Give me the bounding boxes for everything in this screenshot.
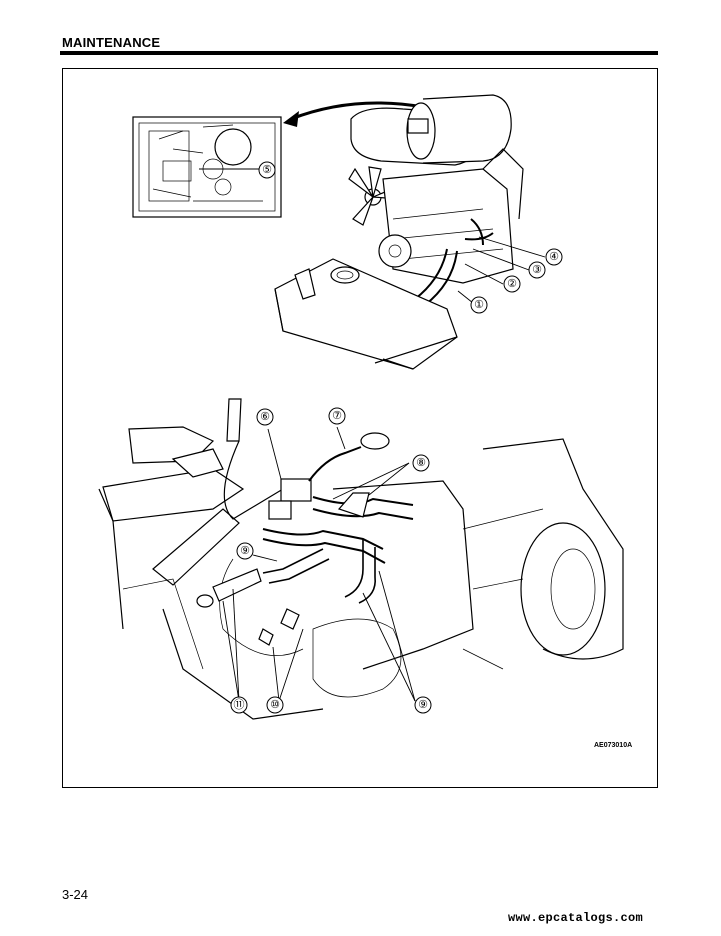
svg-text:⑨: ⑨ [240, 545, 250, 557]
svg-text:④: ④ [549, 251, 559, 263]
callout-2: ② [503, 275, 521, 293]
svg-text:⑦: ⑦ [332, 410, 342, 422]
site-watermark: www.epcatalogs.com [508, 911, 644, 925]
svg-text:②: ② [507, 278, 517, 290]
title-rule [60, 51, 658, 55]
callout-7: ⑦ [328, 407, 346, 425]
callout-9a: ⑨ [236, 542, 254, 560]
detail-arrow [290, 101, 424, 121]
svg-text:⑪: ⑪ [234, 698, 245, 711]
callout-4: ④ [545, 248, 563, 266]
figure-frame: ① ② ③ ④ ⑤ ⑥ ⑦ ⑧ ⑨ ⑨ ⑩ ⑪ [62, 68, 658, 788]
figure-code: AE073010A [594, 742, 633, 749]
engine-assembly [348, 94, 524, 326]
svg-text:⑧: ⑧ [416, 457, 426, 469]
section-title: MAINTENANCE [62, 35, 161, 50]
hydraulic-tank [274, 258, 458, 370]
callout-8: ⑧ [412, 454, 430, 472]
callout-5: ⑤ [258, 161, 276, 179]
arrow-head [283, 111, 299, 127]
svg-text:⑥: ⑥ [260, 411, 270, 423]
machine-frame [98, 398, 624, 720]
svg-text:③: ③ [532, 264, 542, 276]
svg-text:⑤: ⑤ [262, 164, 272, 176]
callout-11: ⑪ [230, 696, 248, 714]
callout-1: ① [470, 296, 488, 314]
maintenance-diagram-illustration: ① ② ③ ④ ⑤ ⑥ ⑦ ⑧ ⑨ ⑨ ⑩ ⑪ [98, 94, 624, 720]
svg-text:⑨: ⑨ [418, 699, 428, 711]
callout-3: ③ [528, 261, 546, 279]
callout-10: ⑩ [266, 696, 284, 714]
inset-detail [132, 116, 282, 218]
callout-9b: ⑨ [414, 696, 432, 714]
svg-text:①: ① [474, 299, 484, 311]
hydraulic-lines [196, 432, 414, 646]
callout-6: ⑥ [256, 408, 274, 426]
page-number: 3-24 [62, 887, 89, 902]
svg-text:⑩: ⑩ [270, 699, 280, 711]
